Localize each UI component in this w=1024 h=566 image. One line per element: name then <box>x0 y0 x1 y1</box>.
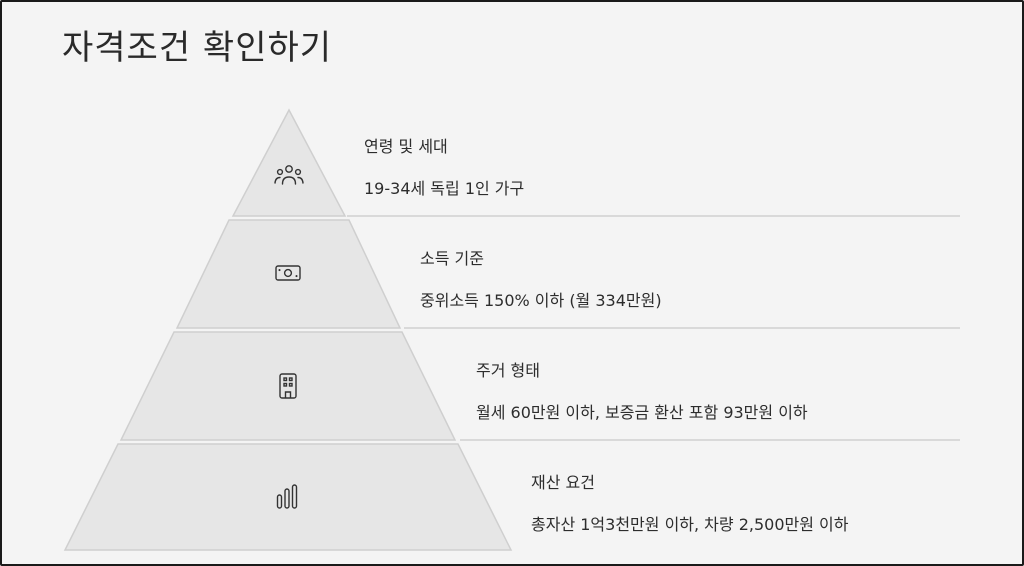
tier-1-heading: 연령 및 세대 <box>364 137 448 156</box>
page-title: 자격조건 확인하기 <box>62 28 333 68</box>
pyramid-tier-1 <box>231 108 347 217</box>
tier-3-heading: 주거 형태 <box>476 361 540 380</box>
bar-chart-icon <box>276 484 298 509</box>
pyramid-tier-2 <box>175 219 402 329</box>
building-icon <box>279 373 297 399</box>
pyramid-tier-3 <box>119 331 457 441</box>
tier-3-text: 주거 형태 월세 60만원 이하, 보증금 환산 포함 93만원 이하 <box>476 357 808 423</box>
tier-4-heading: 재산 요건 <box>531 473 595 492</box>
banknote-icon <box>275 265 301 281</box>
tier-1-description: 19-34세 독립 1인 가구 <box>364 179 525 198</box>
pyramid-tier-4 <box>63 443 513 551</box>
tier-3-description: 월세 60만원 이하, 보증금 환산 포함 93만원 이하 <box>476 403 808 422</box>
tier-2-description: 중위소득 150% 이하 (월 334만원) <box>420 291 662 310</box>
tier-4-description: 총자산 1억3천만원 이하, 차량 2,500만원 이하 <box>531 515 849 534</box>
tier-2-text: 소득 기준 중위소득 150% 이하 (월 334만원) <box>420 245 662 311</box>
tier-2-heading: 소득 기준 <box>420 249 484 268</box>
tier-1-text: 연령 및 세대 19-34세 독립 1인 가구 <box>364 133 524 199</box>
tier-4-text: 재산 요건 총자산 1억3천만원 이하, 차량 2,500만원 이하 <box>531 469 848 535</box>
people-icon <box>274 165 304 185</box>
